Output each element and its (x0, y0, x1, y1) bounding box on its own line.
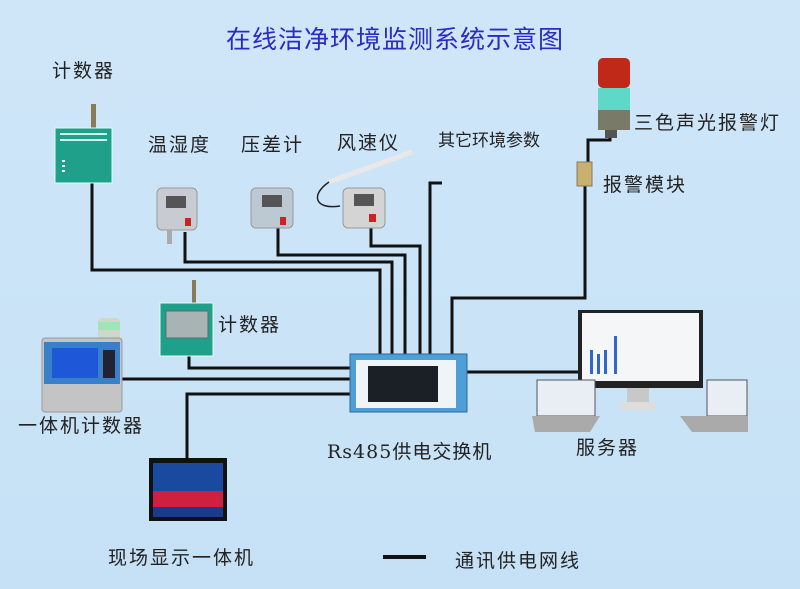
alarm-module-device (576, 161, 593, 187)
label-temp-humidity: 温湿度 (148, 134, 212, 156)
line-pressure (276, 225, 407, 355)
particle-counter-top-device (54, 104, 113, 184)
label-server: 服务器 (576, 437, 640, 459)
label-alarm-light: 三色声光报警灯 (634, 112, 782, 134)
tri-color-alarm-light-device (598, 58, 630, 138)
legend-label: 通讯供电网线 (455, 550, 582, 572)
on-site-display-device (149, 458, 227, 521)
label-pressure-diff: 压差计 (241, 134, 305, 156)
line-display (185, 392, 352, 460)
label-counter-mid: 计数器 (218, 314, 282, 336)
diagram-title: 在线洁净环境监测系统示意图 (225, 25, 564, 54)
particle-counter-mid-device (159, 280, 214, 357)
line-anemometer (369, 225, 422, 355)
line-counter-top (90, 183, 382, 355)
pressure-sensor-device (250, 187, 294, 229)
label-counter-top: 计数器 (52, 60, 116, 82)
line-temp-humidity (183, 232, 394, 355)
label-alarm-module: 报警模块 (603, 174, 688, 196)
label-other-params: 其它环境参数 (438, 131, 540, 151)
line-counter-mid (187, 356, 352, 370)
label-display: 现场显示一体机 (108, 547, 256, 569)
integrated-counter-device (41, 318, 123, 413)
label-integrated-counter: 一体机计数器 (18, 415, 145, 437)
label-anemometer: 风速仪 (337, 132, 401, 154)
temp-humidity-sensor-device (156, 187, 198, 244)
rs485-switch-device (349, 353, 468, 413)
line-other-params (428, 181, 442, 355)
label-switch: Rs485供电交换机 (327, 441, 493, 463)
anemometer-device (316, 149, 413, 229)
server-device (532, 310, 748, 432)
connection-lines (90, 128, 612, 460)
line-alarm-module (450, 185, 587, 355)
